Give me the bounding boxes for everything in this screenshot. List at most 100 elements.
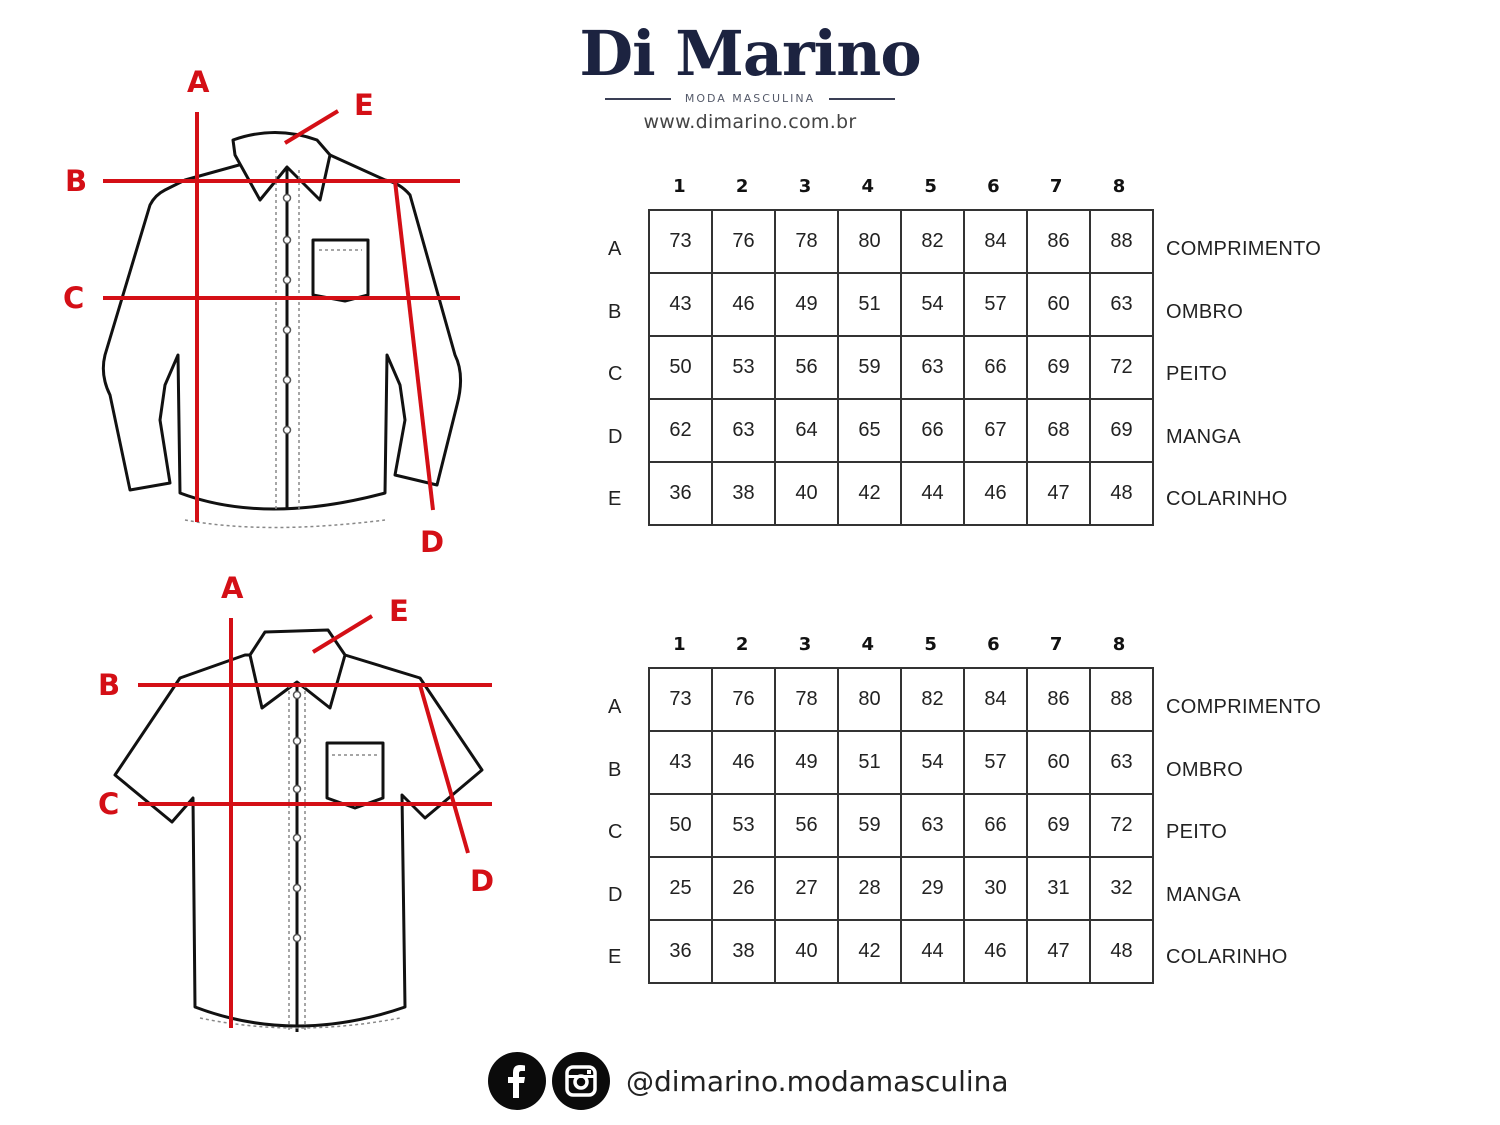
table-cell: 46 — [963, 919, 1028, 984]
table-row: 62 63 64 65 66 67 68 69 — [648, 398, 1154, 463]
row-letter: C — [608, 821, 623, 843]
long-sleeve-shirt-icon: A B C D E — [63, 65, 462, 559]
table-cell: 66 — [900, 398, 965, 463]
row-letter: E — [608, 488, 622, 510]
social-handle[interactable]: @dimarino.modamasculina — [626, 1064, 1009, 1098]
brand-name: Di Marino — [579, 17, 921, 90]
table-cell: 69 — [1089, 398, 1154, 463]
divider — [604, 97, 671, 100]
measurement-name: COMPRIMENTO — [1166, 238, 1322, 260]
table-cell: 57 — [963, 272, 1028, 337]
table-cell: 28 — [837, 856, 902, 921]
table-cell: 38 — [711, 919, 776, 984]
table-cell: 84 — [963, 209, 1028, 274]
label-a: A — [187, 65, 210, 99]
row-letter: A — [608, 238, 622, 260]
short-sleeve-shirt-diagram: A B C D E — [90, 560, 510, 1040]
table-cell: 50 — [648, 335, 713, 400]
table-cell: 65 — [837, 398, 902, 463]
table-cell: 80 — [837, 667, 902, 732]
table-cell: 69 — [1026, 793, 1091, 858]
table-cell: 63 — [1089, 272, 1154, 337]
measurement-name: COLARINHO — [1166, 946, 1288, 968]
table-cell: 69 — [1026, 335, 1091, 400]
table-cell: 56 — [774, 793, 839, 858]
table-row: 73 76 78 80 82 84 86 88 — [648, 667, 1154, 732]
table-cell: 60 — [1026, 272, 1091, 337]
measurement-name: COLARINHO — [1166, 488, 1288, 510]
table-cell: 66 — [963, 793, 1028, 858]
table-cell: 67 — [963, 398, 1028, 463]
label-b: B — [65, 164, 87, 198]
table-cell: 88 — [1089, 209, 1154, 274]
table-cell: 86 — [1026, 209, 1091, 274]
size-header: 7 — [1049, 176, 1063, 197]
table-cell: 82 — [900, 667, 965, 732]
table-cell: 59 — [837, 335, 902, 400]
table-row: 43 46 49 51 54 57 60 63 — [648, 730, 1154, 795]
brand-tagline-row: MODA MASCULINA — [560, 92, 940, 105]
table-cell: 54 — [900, 730, 965, 795]
table-row: 25 26 27 28 29 30 31 32 — [648, 856, 1154, 921]
table-cell: 26 — [711, 856, 776, 921]
size-column-headers: 1 2 3 4 5 6 7 8 — [648, 634, 1150, 655]
row-letter: B — [608, 301, 622, 323]
label-a: A — [221, 571, 244, 605]
measurement-name: PEITO — [1166, 363, 1228, 385]
label-e: E — [389, 594, 409, 628]
brand-website: www.dimarino.com.br — [643, 111, 857, 133]
table-cell: 31 — [1026, 856, 1091, 921]
table-cell: 36 — [648, 919, 713, 984]
size-header: 5 — [924, 176, 937, 197]
measurement-name: MANGA — [1166, 884, 1241, 906]
table-cell: 56 — [774, 335, 839, 400]
long-sleeve-shirt-diagram: A B C D E — [55, 55, 485, 565]
row-letter: D — [608, 884, 623, 906]
brand-tagline: MODA MASCULINA — [684, 92, 816, 105]
table-cell: 73 — [648, 667, 713, 732]
label-d: D — [470, 864, 494, 898]
size-header: 8 — [1112, 176, 1126, 197]
table-cell: 50 — [648, 793, 713, 858]
table-cell: 49 — [774, 272, 839, 337]
table-cell: 48 — [1089, 461, 1154, 526]
measurement-name: OMBRO — [1166, 759, 1244, 781]
table-cell: 48 — [1089, 919, 1154, 984]
table-cell: 46 — [711, 272, 776, 337]
table-cell: 57 — [963, 730, 1028, 795]
table-row: 36 38 40 42 44 46 47 48 — [648, 919, 1154, 984]
size-header: 3 — [798, 634, 812, 655]
size-header: 6 — [987, 176, 1000, 197]
table-cell: 80 — [837, 209, 902, 274]
table-cell: 32 — [1089, 856, 1154, 921]
table-cell: 63 — [1089, 730, 1154, 795]
table-cell: 78 — [774, 667, 839, 732]
table-cell: 68 — [1026, 398, 1091, 463]
table-cell: 29 — [900, 856, 965, 921]
label-d: D — [420, 525, 444, 559]
measurement-name: OMBRO — [1166, 301, 1244, 323]
table-row: 43 46 49 51 54 57 60 63 — [648, 272, 1154, 337]
short-sleeve-shirt-icon: A B C D E — [98, 571, 494, 1032]
table-cell: 88 — [1089, 667, 1154, 732]
label-c: C — [63, 281, 84, 315]
label-b: B — [98, 668, 120, 702]
table-cell: 25 — [648, 856, 713, 921]
table-cell: 63 — [900, 793, 965, 858]
table-row: 73 76 78 80 82 84 86 88 — [648, 209, 1154, 274]
instagram-icon[interactable] — [552, 1052, 610, 1110]
table-cell: 43 — [648, 730, 713, 795]
size-header: 8 — [1112, 634, 1126, 655]
table-cell: 60 — [1026, 730, 1091, 795]
social-footer: @dimarino.modamasculina — [488, 1052, 1009, 1110]
measurement-name: COMPRIMENTO — [1166, 696, 1322, 718]
table-cell: 59 — [837, 793, 902, 858]
table-cell: 46 — [963, 461, 1028, 526]
table-cell: 42 — [837, 919, 902, 984]
table-cell: 44 — [900, 919, 965, 984]
size-header: 5 — [924, 634, 937, 655]
table-cell: 63 — [900, 335, 965, 400]
table-row: 50 53 56 59 63 66 69 72 — [648, 793, 1154, 858]
table-cell: 72 — [1089, 335, 1154, 400]
facebook-icon[interactable] — [488, 1052, 546, 1110]
